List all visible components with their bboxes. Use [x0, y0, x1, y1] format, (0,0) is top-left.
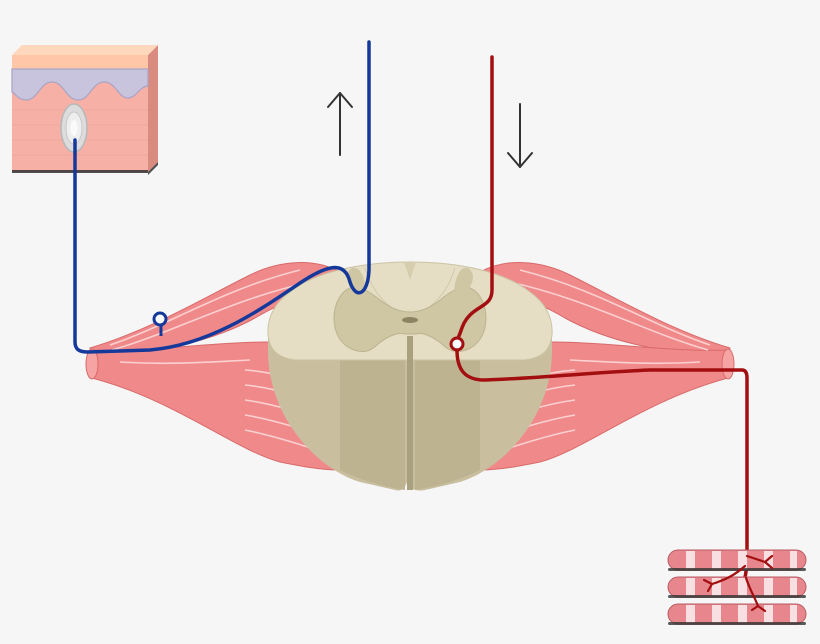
- muscle-fiber-1: [667, 549, 807, 571]
- skin-side-face: [148, 45, 158, 172]
- spinal-cord: [267, 261, 553, 491]
- skin-epidermis: [12, 55, 148, 69]
- skin-papillae: [11, 68, 149, 101]
- muscle-fiber-3: [667, 603, 807, 625]
- muscle-fiber-2: [667, 576, 807, 598]
- central-canal: [402, 317, 418, 323]
- skeletal-muscle: [667, 549, 807, 625]
- arrow-up-icon: [327, 92, 353, 156]
- sensory-ganglion-cell-icon: [152, 311, 168, 327]
- ventral-median-fissure: [407, 336, 413, 490]
- arrow-down-icon: [507, 103, 533, 168]
- left-nerve-end: [85, 348, 99, 380]
- motor-neuron-cell-icon: [449, 336, 465, 352]
- sensory-receptor-icon: [60, 103, 88, 153]
- skin-block: [11, 45, 158, 175]
- sensory-neuron: [73, 40, 371, 354]
- motor-upper-axon: [456, 55, 494, 340]
- right-nerve-end: [721, 348, 735, 380]
- sensory-axon-path: [73, 40, 371, 354]
- motor-end-plates: [702, 554, 774, 613]
- skin-top-face: [12, 45, 158, 55]
